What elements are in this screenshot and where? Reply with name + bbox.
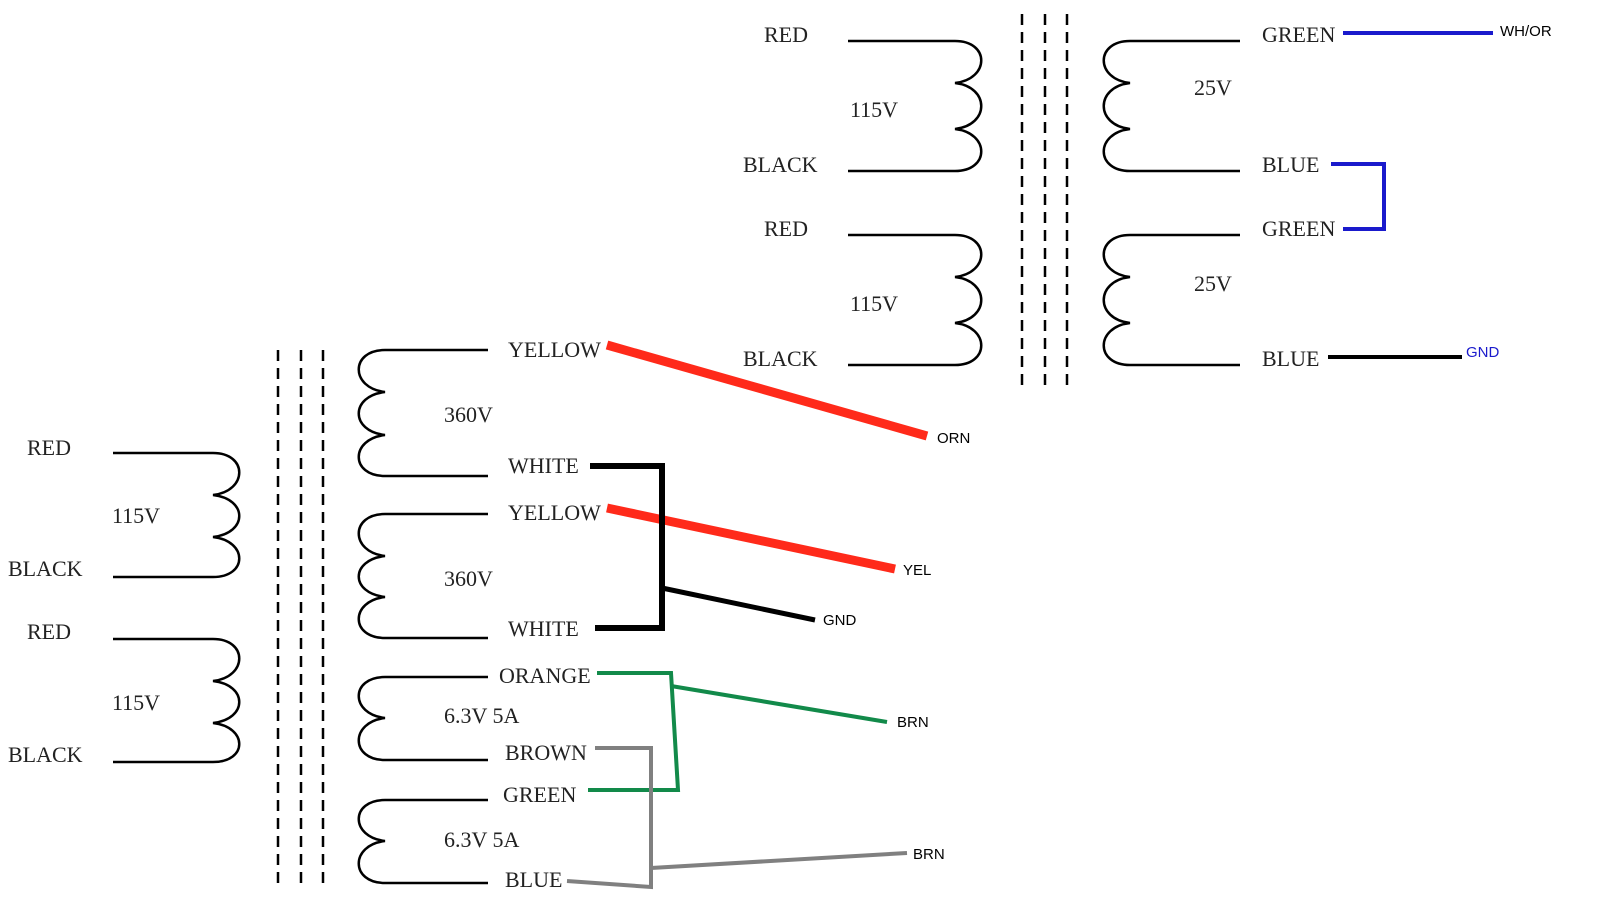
top-primary-winding-2: RED 115V BLACK (743, 216, 983, 371)
bottom-secondary-3-top-lead: ORANGE (499, 663, 591, 688)
yel-label: YEL (903, 562, 931, 579)
bottom-transformer-core (276, 350, 325, 890)
bottom-secondary-winding-3: ORANGE 6.3V 5A BROWN (357, 663, 591, 765)
bottom-secondary-1-voltage: 360V (444, 402, 493, 427)
wire-gnd-lead (661, 585, 816, 623)
wire-yel (606, 503, 896, 574)
wire-green-brn (588, 671, 681, 792)
top-transformer-core (1020, 14, 1069, 390)
bottom-secondary-4-top-lead: GREEN (503, 782, 576, 807)
top-secondary-1-top-lead: GREEN (1262, 22, 1335, 47)
bottom-primary-2-top-lead: RED (27, 619, 71, 644)
bottom-secondary-1-bottom-lead: WHITE (508, 453, 579, 478)
bottom-primary-1-bottom-lead: BLACK (8, 556, 83, 581)
bottom-primary-2-bottom-lead: BLACK (8, 742, 83, 767)
wire-orn (605, 340, 929, 441)
bottom-transformer: RED 115V BLACK RED 115V BLACK YELLOW 360… (8, 337, 970, 892)
wire-blue-green-jumper (1331, 162, 1386, 231)
wire-green-brn-lead (670, 684, 888, 724)
top-gnd-label: GND (1466, 344, 1500, 361)
bottom-secondary-4-voltage: 6.3V 5A (444, 827, 519, 852)
bottom-secondary-winding-1: YELLOW 360V WHITE (357, 337, 601, 478)
top-primary-2-top-lead: RED (764, 216, 808, 241)
top-primary-1-bottom-lead: BLACK (743, 152, 818, 177)
bottom-primary-2-voltage: 115V (112, 690, 160, 715)
top-primary-2-voltage: 115V (850, 291, 898, 316)
bottom-transformer-connections: ORN YEL GND BRN BRN (566, 340, 970, 890)
top-primary-2-bottom-lead: BLACK (743, 346, 818, 371)
wire-ct-gnd (590, 463, 665, 631)
orn-label: ORN (937, 430, 970, 447)
bottom-secondary-3-bottom-lead: BROWN (505, 740, 587, 765)
bottom-secondary-3-voltage: 6.3V 5A (444, 703, 519, 728)
wh-or-label: WH/OR (1500, 23, 1552, 40)
bottom-primary-winding-1: RED 115V BLACK (8, 435, 241, 581)
top-primary-winding-1: RED 115V BLACK (743, 22, 983, 177)
top-secondary-1-bottom-lead: BLUE (1262, 152, 1319, 177)
top-transformer-connections: WH/OR GND (1328, 23, 1552, 361)
top-secondary-2-top-lead: GREEN (1262, 216, 1335, 241)
top-transformer: RED 115V BLACK RED 115V BLACK GREEN 25V … (743, 14, 1552, 390)
top-primary-1-top-lead: RED (764, 22, 808, 47)
bottom-secondary-winding-2: YELLOW 360V WHITE (357, 500, 601, 641)
bottom-secondary-1-top-lead: YELLOW (508, 337, 601, 362)
bottom-primary-1-voltage: 115V (112, 503, 160, 528)
gray-brn-label: BRN (913, 846, 945, 863)
green-brn-label: BRN (897, 714, 929, 731)
bottom-primary-1-top-lead: RED (27, 435, 71, 460)
bottom-secondary-2-bottom-lead: WHITE (508, 616, 579, 641)
top-secondary-winding-1: GREEN 25V BLUE (1102, 22, 1335, 177)
top-secondary-2-voltage: 25V (1194, 271, 1232, 296)
bottom-secondary-winding-4: GREEN 6.3V 5A BLUE (357, 782, 576, 892)
top-secondary-winding-2: GREEN 25V BLUE (1102, 216, 1335, 371)
top-primary-1-voltage: 115V (850, 97, 898, 122)
wire-gray-brn-lead (650, 851, 908, 870)
bottom-gnd-label: GND (823, 612, 857, 629)
top-secondary-2-bottom-lead: BLUE (1262, 346, 1319, 371)
bottom-secondary-4-bottom-lead: BLUE (505, 867, 562, 892)
wire-gray-brn (566, 746, 653, 890)
bottom-secondary-2-voltage: 360V (444, 566, 493, 591)
bottom-primary-winding-2: RED 115V BLACK (8, 619, 241, 767)
top-secondary-1-voltage: 25V (1194, 75, 1232, 100)
bottom-secondary-2-top-lead: YELLOW (508, 500, 601, 525)
